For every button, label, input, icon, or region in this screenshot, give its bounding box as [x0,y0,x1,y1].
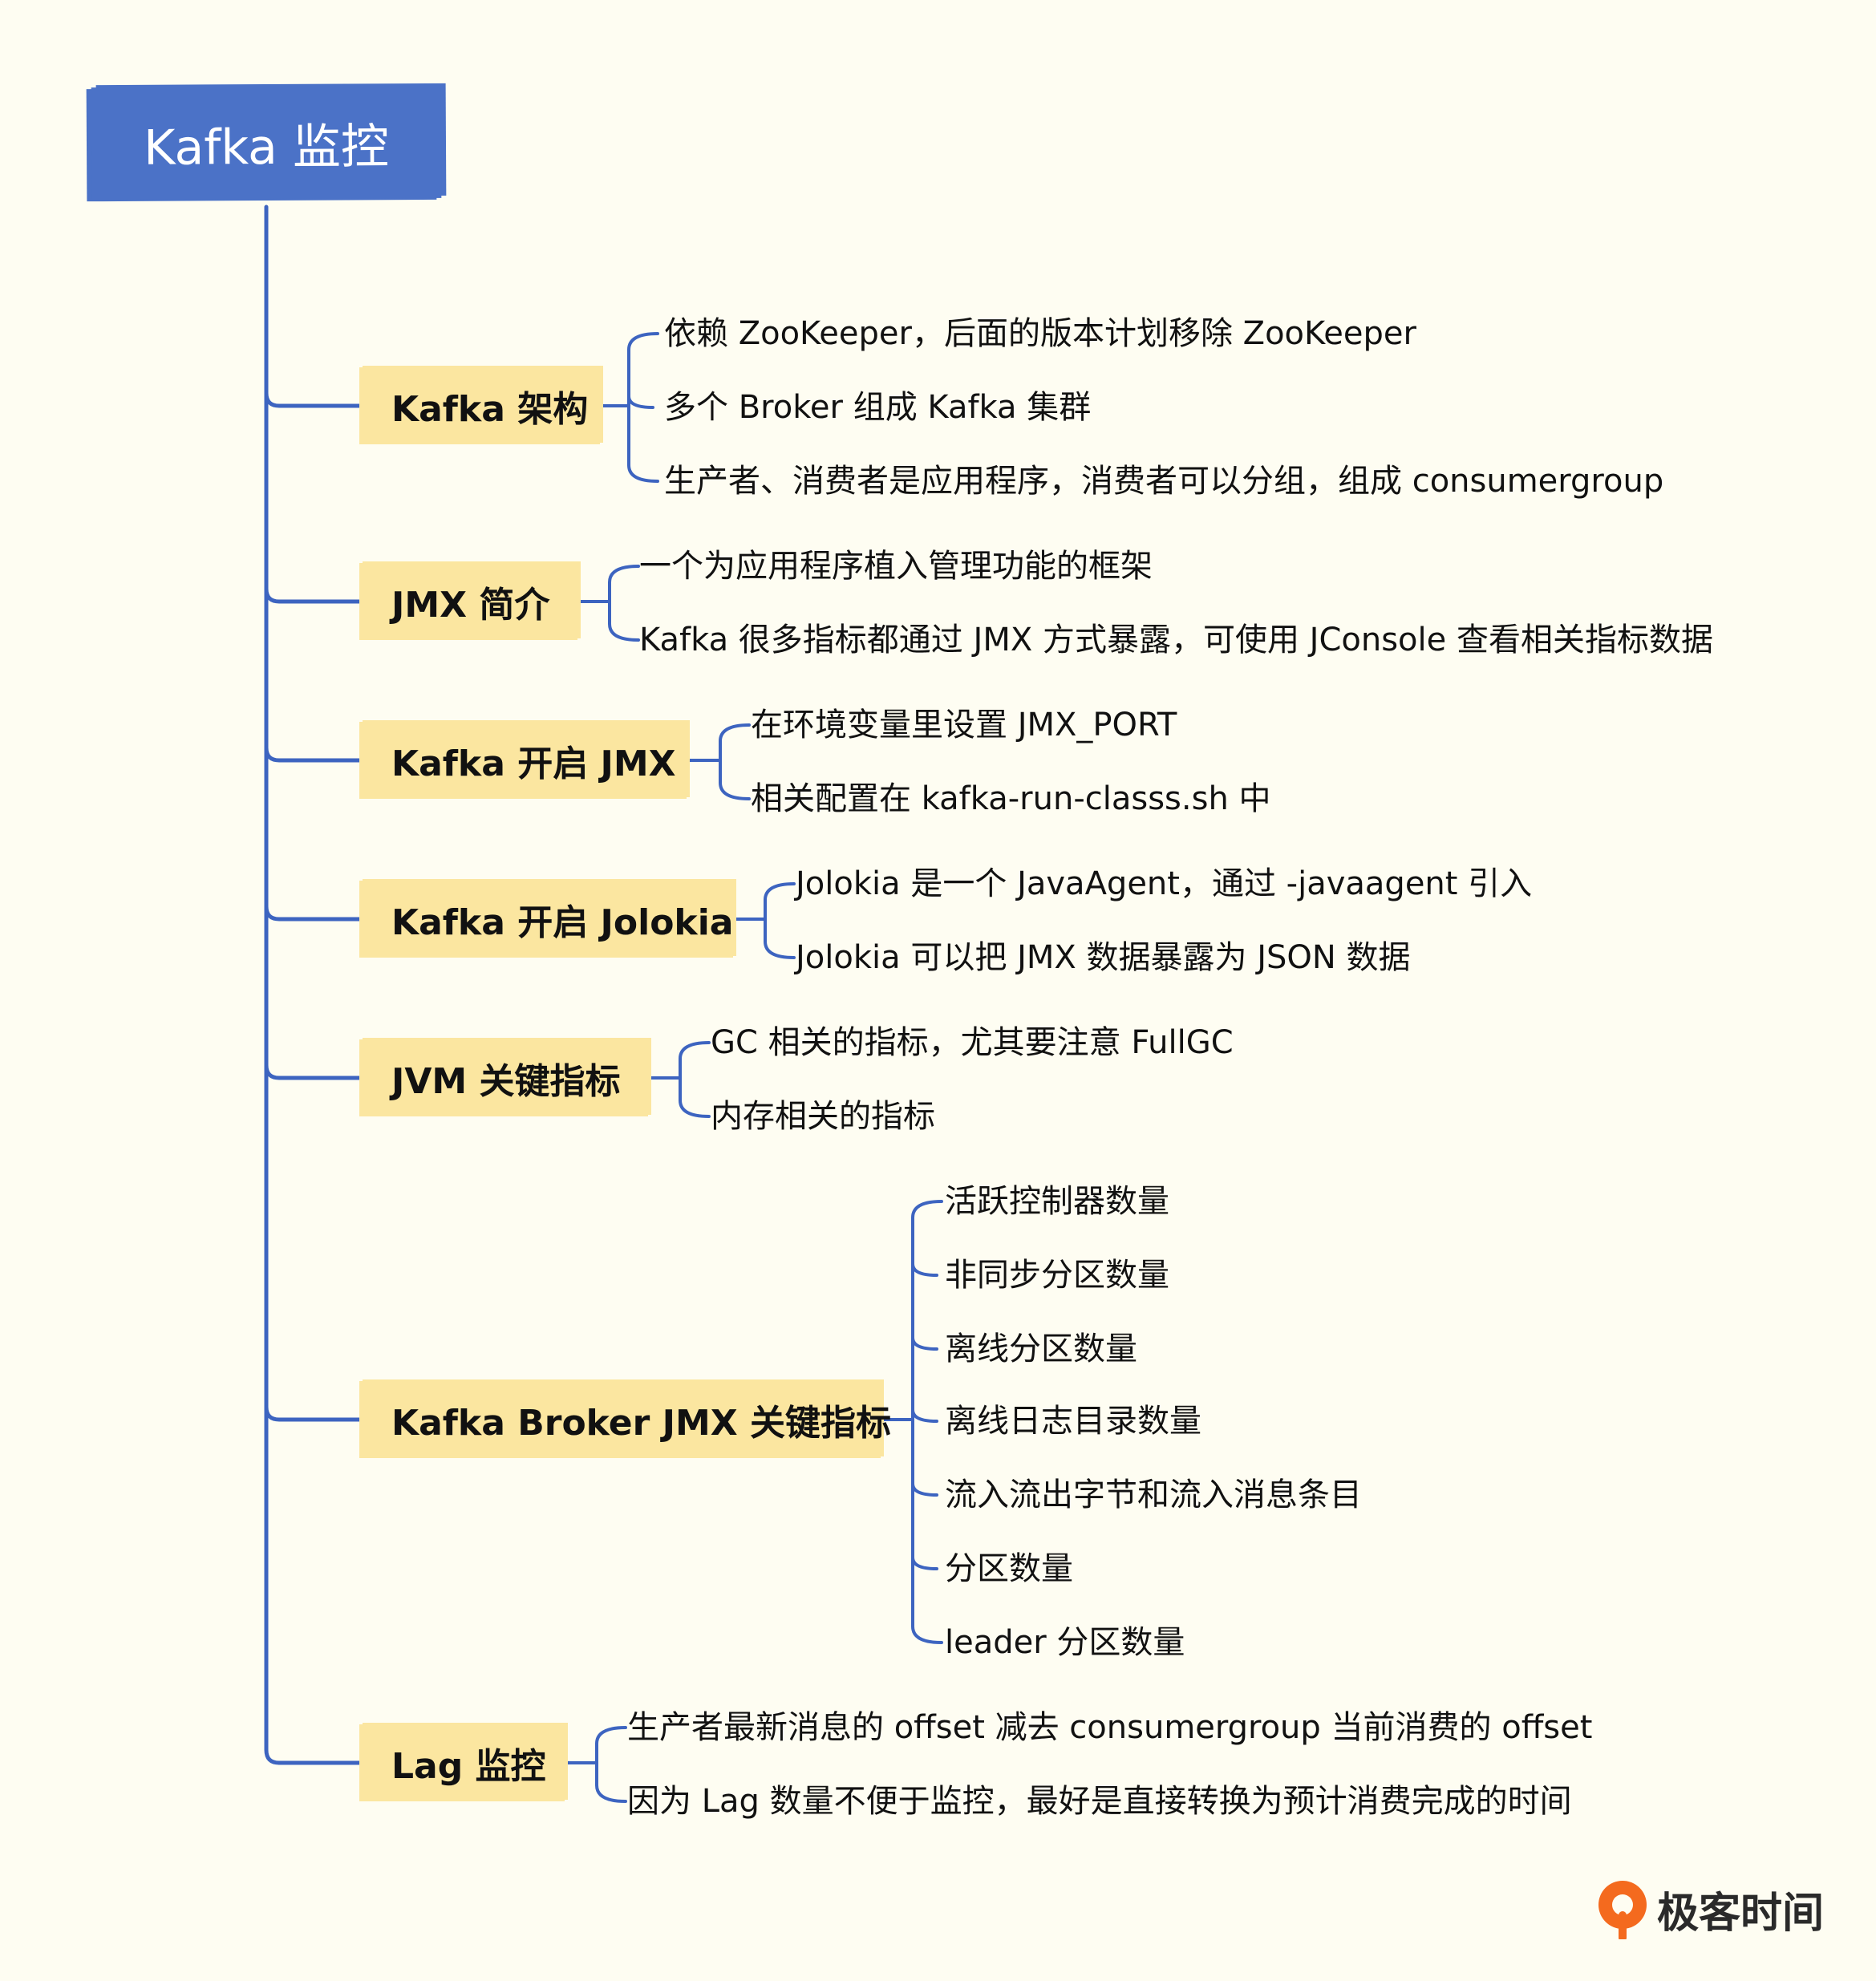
connector-line [627,332,659,483]
connector-line [911,1200,943,1644]
leaf-item: Jolokia 可以把 JMX 数据暴露为 JSON 数据 [796,939,1411,976]
connector-line [264,1063,365,1080]
leaf-item: 离线日志目录数量 [945,1403,1201,1440]
leaf-item: 依赖 ZooKeeper，后面的版本计划移除 ZooKeeper [664,315,1416,352]
branch-lag-monitoring: Lag 监控 [359,1724,565,1801]
connector-line [595,1726,627,1803]
root-title: Kafka 监控 [143,118,390,176]
branch-jvm-key-metrics: JVM 关键指标 [359,1039,648,1116]
branch-label: JMX 简介 [391,585,550,626]
leaf-item: 活跃控制器数量 [945,1183,1169,1220]
geektime-logo-icon [1598,1881,1647,1939]
leaf-item: 内存相关的指标 [711,1098,935,1135]
branch-kafka-enable-jmx: Kafka 开启 JMX [359,722,687,799]
connector-line [264,1404,365,1422]
logo-text: 极客时间 [1656,1889,1824,1938]
connector-line [911,1336,938,1351]
leaf-item: leader 分区数量 [945,1624,1185,1661]
leaf-item: 因为 Lag 数量不便于监控，最好是直接转换为预计消费完成的时间 [627,1783,1572,1820]
leaf-item: 离线分区数量 [945,1331,1137,1367]
geektime-logo: 极客时间 [1596,1877,1824,1941]
branch-label: JVM 关键指标 [391,1061,621,1102]
connector-line [608,565,640,642]
branch-label: Kafka 架构 [391,389,589,430]
connector-line [911,1262,938,1277]
connector-line [911,1482,938,1497]
branch-kafka-architecture: Kafka 架构 [359,367,600,444]
leaf-item: 多个 Broker 组成 Kafka 集群 [664,389,1092,426]
leaf-item: 流入流出字节和流入消息条目 [945,1477,1362,1513]
leaf-item: 一个为应用程序植入管理功能的框架 [639,548,1153,585]
branch-jmx-intro: JMX 简介 [359,563,577,640]
leaf-item: 分区数量 [945,1550,1073,1587]
leaf-item: 相关配置在 kafka-run-classs.sh 中 [751,780,1271,817]
branch-broker-jmx-metrics: Kafka Broker JMX 关键指标 [359,1381,891,1458]
connector-line [264,745,365,763]
connector-line [627,395,654,409]
branch-label: Kafka 开启 Jolokia [391,902,734,943]
root-node: Kafka 监控 [91,85,442,201]
connector-line [679,1041,711,1118]
connector-line [911,1556,938,1570]
leaf-item: Jolokia 是一个 JavaAgent，通过 -javaagent 引入 [796,865,1533,902]
connector-line [719,723,751,800]
connector-line [911,1408,938,1423]
leaf-item: 非同步分区数量 [945,1257,1169,1294]
connector-line [264,904,365,922]
branch-label: Lag 监控 [391,1746,546,1787]
leaf-item: Kafka 很多指标都通过 JMX 方式暴露，可使用 JConsole 查看相关… [639,622,1713,658]
leaf-item: 生产者最新消息的 offset 减去 consumergroup 当前消费的 o… [627,1709,1593,1746]
connector-line [764,882,796,959]
connector-line [264,205,282,1765]
connector-line [264,586,365,604]
branch-label: Kafka Broker JMX 关键指标 [391,1403,892,1444]
leaf-item: 生产者、消费者是应用程序，消费者可以分组，组成 consumergroup [664,463,1664,500]
leaf-item: GC 相关的指标，尤其要注意 FullGC [711,1024,1234,1061]
leaf-item: 在环境变量里设置 JMX_PORT [751,707,1177,743]
connector-line [264,391,365,408]
branch-kafka-enable-jolokia: Kafka 开启 Jolokia [359,881,733,958]
branch-label: Kafka 开启 JMX [391,743,676,784]
